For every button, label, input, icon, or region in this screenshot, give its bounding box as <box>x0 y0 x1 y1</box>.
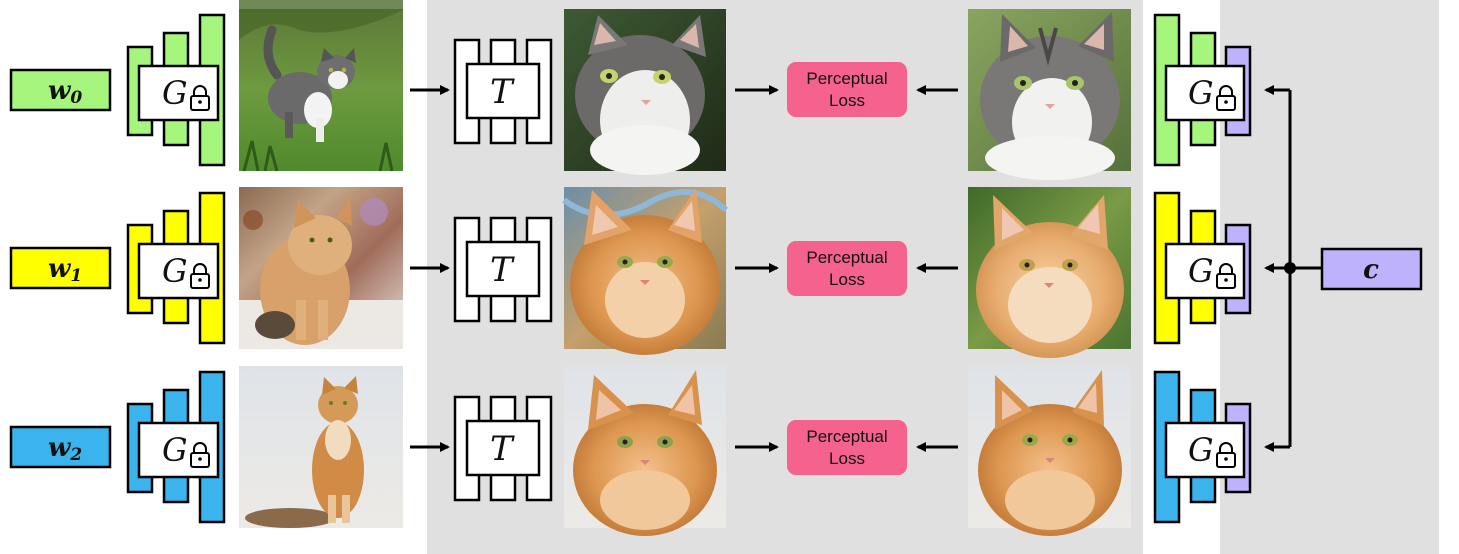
frozen-generator-0: G <box>126 13 226 167</box>
transform-network-1: T <box>453 216 553 323</box>
junction-dot <box>1284 262 1296 274</box>
transform-label: T <box>490 429 515 469</box>
loss-label-line2: Loss <box>829 449 865 468</box>
row-1: w1 G <box>9 187 1252 358</box>
perceptual-loss-1: Perceptual Loss <box>787 241 907 296</box>
latent-w1-box <box>9 246 112 290</box>
frozen-generator-1: G <box>126 191 226 345</box>
perceptual-loss-0: Perceptual Loss <box>787 62 907 117</box>
generator-label: G <box>1188 252 1214 290</box>
lock-icon <box>190 442 210 468</box>
generator-label: G <box>162 431 188 469</box>
generated-image-gray-cat <box>239 0 403 172</box>
generator-label: G <box>162 252 188 290</box>
loss-label-line2: Loss <box>829 270 865 289</box>
condition-c-label: c <box>1363 255 1379 285</box>
generator-label: G <box>1188 431 1214 469</box>
generator-label: G <box>1188 74 1214 112</box>
conditioned-generator-1: G <box>1153 191 1252 345</box>
generated-image-orange-cat-sitting <box>239 187 403 349</box>
target-image-tabby <box>968 366 1131 536</box>
transformed-image-tabby <box>564 366 726 536</box>
conditioned-generator-0: G <box>1153 13 1252 167</box>
transform-label: T <box>490 72 515 112</box>
transform-label: T <box>490 250 515 290</box>
loss-label-line1: Perceptual <box>806 69 887 88</box>
frozen-generator-2: G <box>126 370 226 524</box>
loss-label-line1: Perceptual <box>806 248 887 267</box>
transform-network-2: T <box>453 395 553 502</box>
condition-connector <box>1264 85 1322 452</box>
transform-network-0: T <box>453 38 553 145</box>
target-image-orange-cat <box>968 187 1131 358</box>
latent-w0-label: w0 <box>48 76 82 108</box>
lock-icon <box>1216 442 1236 468</box>
conditioned-generator-2: G <box>1153 370 1252 524</box>
row-2: w2 G <box>9 366 1252 536</box>
transformed-image-orange-cat <box>562 187 729 355</box>
generated-image-tabby-sitting <box>239 366 403 528</box>
target-image-gray-cat <box>968 9 1131 180</box>
loss-label-line1: Perceptual <box>806 427 887 446</box>
transformed-image-gray-cat <box>564 9 726 175</box>
condition-c-box <box>1320 247 1423 291</box>
condition-c: c <box>1320 247 1423 291</box>
lock-icon <box>190 263 210 289</box>
latent-w2-label: w2 <box>48 433 82 465</box>
latent-w2-box <box>9 425 112 469</box>
latent-w1-label: w1 <box>48 254 82 286</box>
row-0: w0 G <box>9 0 1252 180</box>
loss-label-line2: Loss <box>829 91 865 110</box>
generator-label: G <box>162 74 188 112</box>
latent-w0-box <box>9 68 112 112</box>
lock-icon <box>190 85 210 111</box>
lock-icon <box>1216 263 1236 289</box>
perceptual-loss-2: Perceptual Loss <box>787 420 907 475</box>
lock-icon <box>1216 85 1236 111</box>
